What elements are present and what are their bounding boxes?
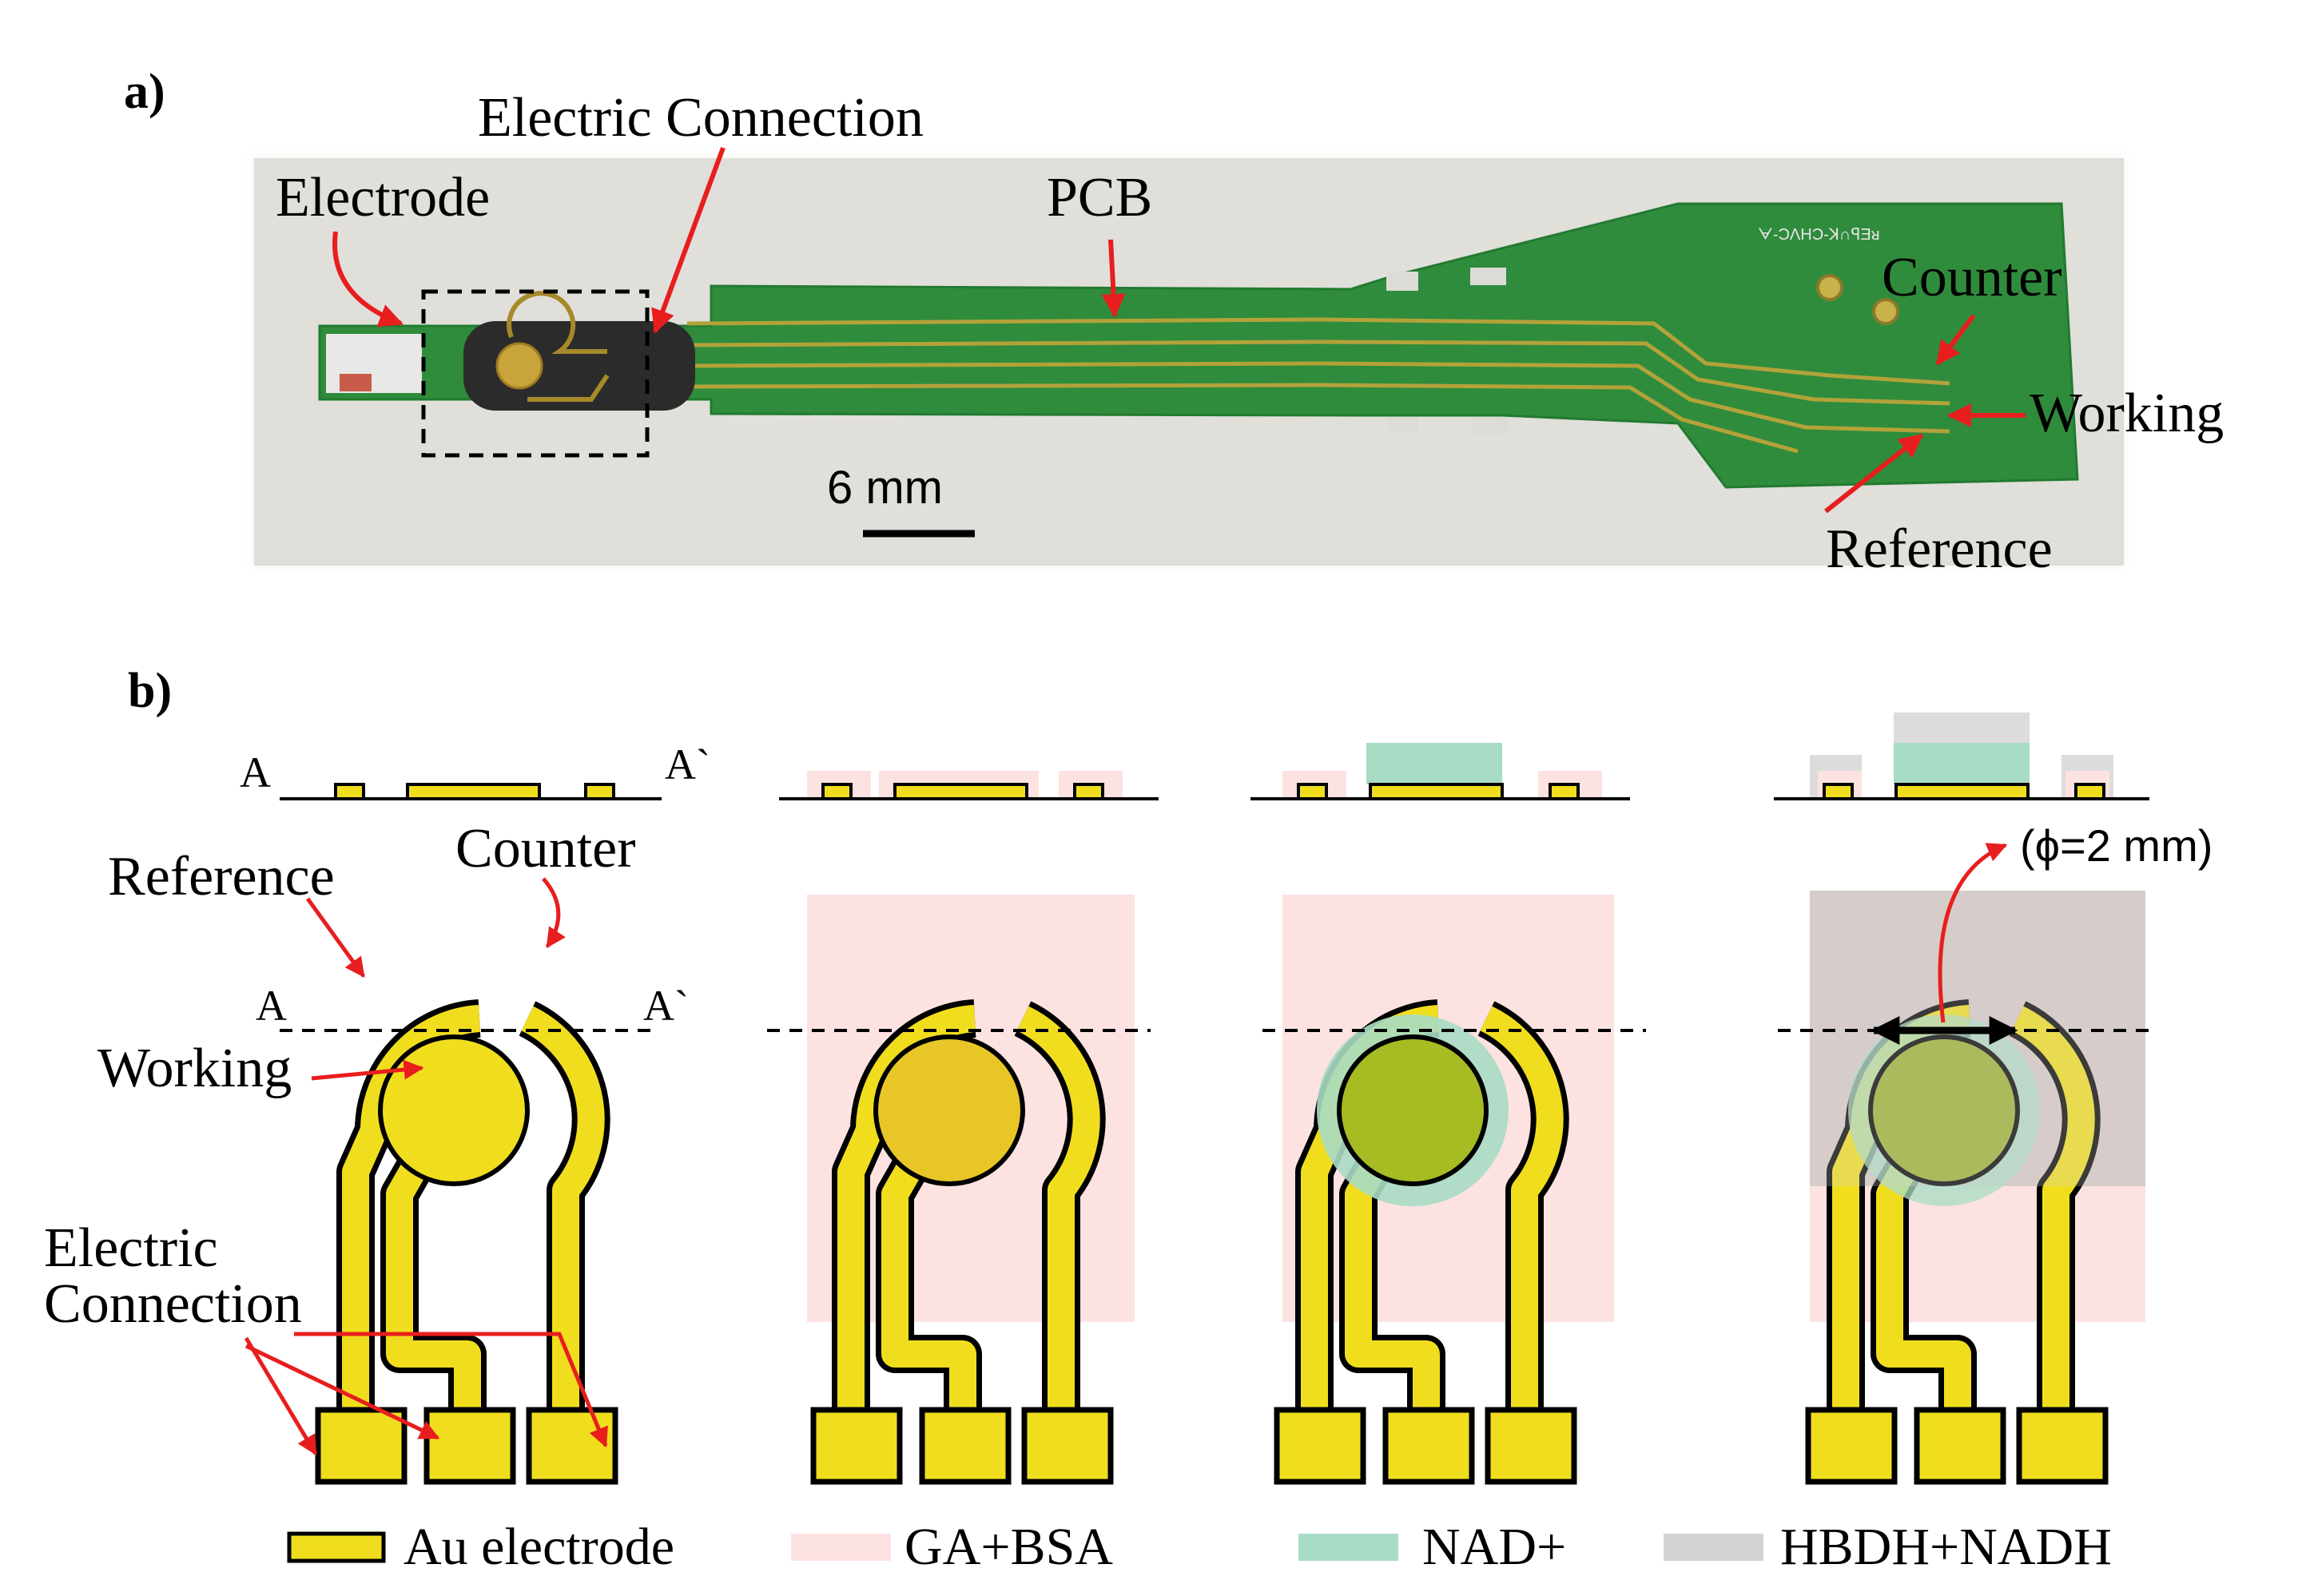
diameter-pointer (1938, 843, 2008, 1023)
panel-b-label: b) (128, 664, 172, 718)
panel-b: b) A A` (44, 664, 2213, 1482)
cross-section-1: A A` (240, 740, 710, 800)
electrode-diagram-2 (813, 1018, 1111, 1482)
electrode-diagram-3 (1277, 1014, 1574, 1482)
legend-label-hbdh: HBDH+NADH (1780, 1518, 2112, 1576)
label-reference-b: Reference (108, 846, 335, 907)
legend-swatch-nad (1298, 1534, 1398, 1561)
working-electrode-2 (873, 1034, 1025, 1186)
legend: Au electrode GA+BSA NAD+ HBDH+NADH (287, 1518, 2112, 1576)
electrode-diagram-4 (1808, 1014, 2105, 1482)
label-electric-connection-b-line1: Electric (44, 1217, 218, 1279)
label-counter-b: Counter (455, 818, 636, 879)
working-electrode-photo (495, 342, 543, 390)
label-counter-a: Counter (1882, 247, 2062, 308)
label-working-b: Working (97, 1038, 292, 1099)
label-electrode-a: Electrode (276, 167, 490, 228)
legend-label-au: Au electrode (404, 1518, 674, 1576)
cross-section-4 (1774, 713, 2149, 800)
section-label-a-prime-diagram: A` (643, 982, 689, 1030)
legend-swatch-au (287, 1531, 386, 1563)
legend-swatch-hbdh (1664, 1534, 1763, 1561)
working-electrode-1 (378, 1034, 530, 1186)
panel-a: a) ᗄ-ϽΛHϽ-ꓘ∩ꟼƎᴚ (124, 65, 2224, 580)
legend-au-electrode: Au electrode (287, 1518, 674, 1576)
electrode-diagram-1 (318, 1018, 615, 1482)
board-silkscreen: ᗄ-ϽΛHϽ-ꓘ∩ꟼƎᴚ (1758, 226, 1880, 244)
cross-section-2 (779, 771, 1159, 800)
label-reference-a: Reference (1826, 518, 2053, 580)
legend-nad: NAD+ (1298, 1518, 1566, 1576)
via-1 (1816, 274, 1843, 301)
panel-a-arrows (332, 146, 2026, 514)
section-label-a-prime-top: A` (665, 740, 710, 788)
label-electric-connection-b-line2: Connection (44, 1273, 302, 1335)
scale-bar-label: 6 mm (827, 462, 943, 514)
section-label-a-top: A (240, 748, 271, 796)
diameter-label: (ϕ=2 mm) (2020, 820, 2213, 871)
section-label-a-diagram: A (256, 982, 287, 1030)
label-pcb-a: PCB (1047, 167, 1152, 228)
pcb-board (318, 202, 2079, 489)
label-working-a: Working (2030, 383, 2224, 444)
legend-label-ga-bsa: GA+BSA (904, 1518, 1113, 1576)
label-electric-connection-a: Electric Connection (478, 87, 924, 149)
panel-b-arrows (244, 877, 608, 1456)
working-electrode-3 (1337, 1034, 1489, 1186)
legend-label-nad: NAD+ (1422, 1518, 1566, 1576)
panel-a-label: a) (124, 65, 165, 119)
pcb-traces (686, 317, 1950, 454)
via-2 (1872, 298, 1899, 325)
legend-swatch-ga-bsa (791, 1534, 891, 1561)
legend-ga-bsa: GA+BSA (791, 1518, 1113, 1576)
legend-hbdh-nadh: HBDH+NADH (1664, 1518, 2112, 1576)
cross-section-3 (1250, 743, 1630, 800)
